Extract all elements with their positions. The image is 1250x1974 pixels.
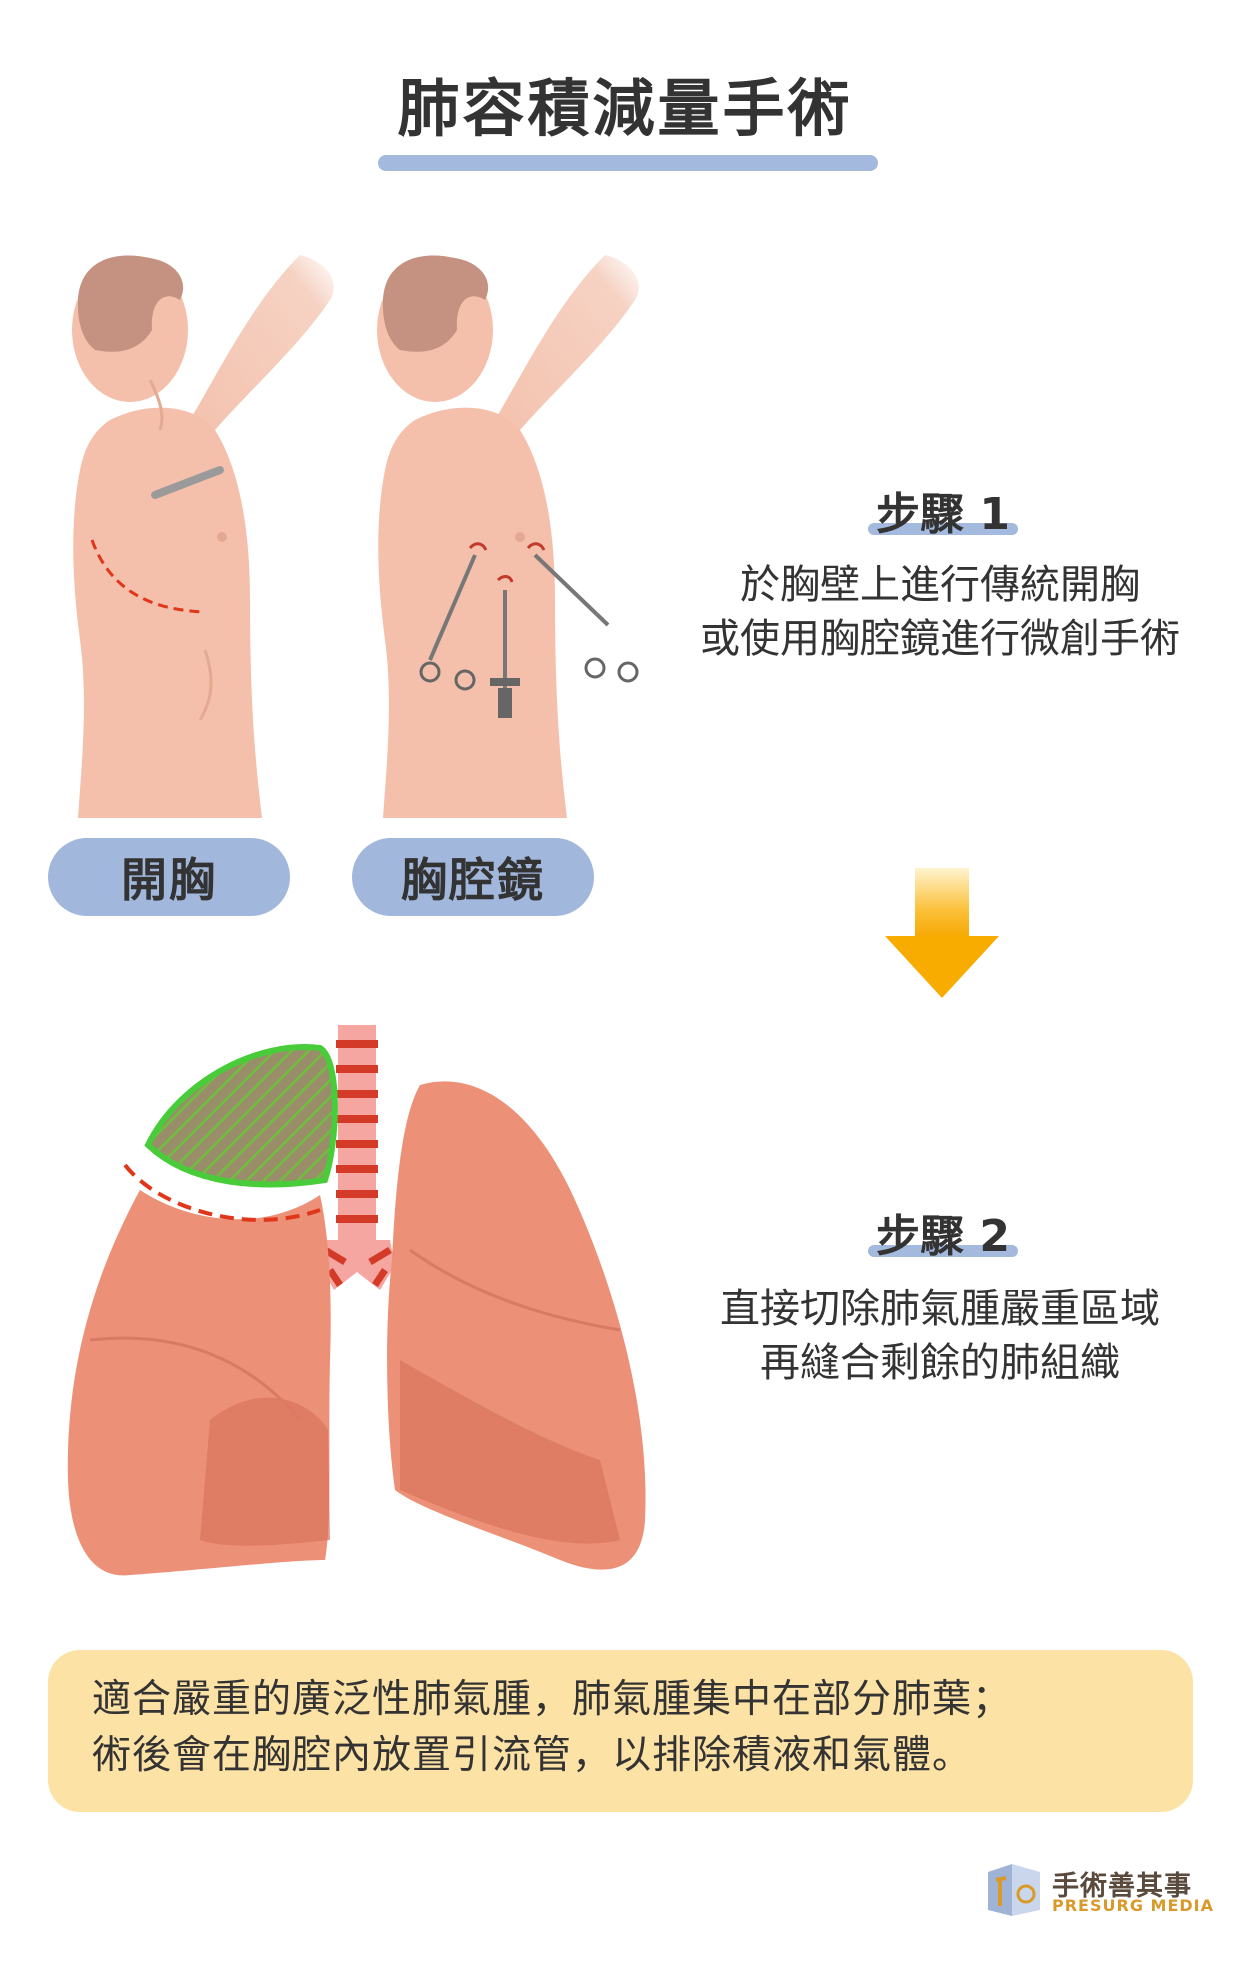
lungs-diagram	[67, 1025, 646, 1576]
open-chest-label: 開胸	[48, 838, 290, 916]
step-1-heading: 步驟 1	[876, 489, 1010, 540]
step-1-underline	[868, 523, 1018, 535]
step-2-line-1: 直接切除肺氣腫嚴重區域	[720, 1286, 1160, 1332]
step-2-line-2: 再縫合剩餘的肺組織	[760, 1340, 1120, 1386]
thoracoscopy-label: 胸腔鏡	[352, 838, 594, 916]
step-1-description: 於胸壁上進行傳統開胸 或使用胸腔鏡進行微創手術	[660, 558, 1220, 666]
brand-name-chinese: 手術善其事	[1052, 1871, 1192, 1902]
note-line-1: 適合嚴重的廣泛性肺氣腫，肺氣腫集中在部分肺葉；	[92, 1677, 1013, 1722]
torso-thoracoscopy	[377, 255, 639, 818]
page-title: 肺容積減量手術	[397, 72, 853, 145]
step-2-underline	[868, 1245, 1018, 1257]
step-2-description: 直接切除肺氣腫嚴重區域 再縫合剩餘的肺組織	[660, 1282, 1220, 1390]
title-underline	[378, 155, 878, 171]
note-box: 適合嚴重的廣泛性肺氣腫，肺氣腫集中在部分肺葉； 術後會在胸腔內放置引流管，以排除…	[48, 1650, 1193, 1812]
note-line-2: 術後會在胸腔內放置引流管，以排除積液和氣體。	[92, 1733, 973, 1778]
step-1-line-2: 或使用胸腔鏡進行微創手術	[700, 616, 1180, 662]
step-2-heading: 步驟 2	[876, 1211, 1010, 1262]
step-1-line-1: 於胸壁上進行傳統開胸	[740, 562, 1140, 608]
torso-open-chest	[72, 255, 334, 818]
brand-logo-icon	[988, 1864, 1040, 1916]
brand-name-english: PRESURG MEDIA	[1052, 1896, 1214, 1915]
down-arrow-icon	[885, 868, 999, 998]
